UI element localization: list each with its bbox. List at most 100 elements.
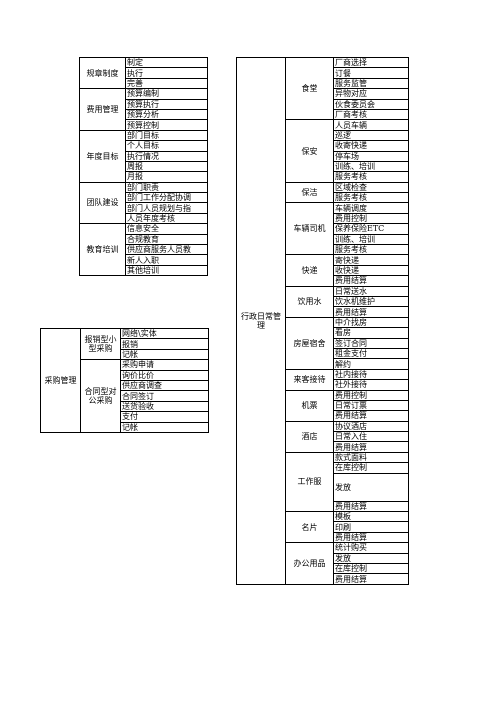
- item-cell: 费用结算: [333, 500, 409, 513]
- item-cell: 训练、培训: [333, 160, 409, 173]
- section-cell: 采购管理: [40, 328, 81, 433]
- item-cell: 中介找房: [333, 316, 409, 329]
- item-cell: 部门人员规划与指: [125, 202, 208, 214]
- table-row: 在库控制: [237, 462, 409, 474]
- item-cell: 人员车辆: [333, 119, 409, 131]
- item-cell: 执行情况: [125, 150, 208, 162]
- item-cell: 费用结算: [333, 531, 409, 544]
- item-cell: 完善: [125, 77, 208, 90]
- category-cell: 保安: [285, 119, 334, 183]
- table-row: 记帐: [41, 421, 209, 433]
- table-row: 车辆司机车辆调度: [237, 202, 409, 256]
- category-cell: 车辆司机: [285, 202, 334, 256]
- item-cell: 预算执行: [125, 98, 208, 110]
- item-cell: 执行: [125, 67, 208, 79]
- table-row: 其他培训: [80, 264, 208, 277]
- item-cell: 伙食委员会: [333, 98, 409, 110]
- item-cell: 区域检查: [333, 181, 409, 194]
- item-cell: 停车场: [333, 150, 409, 162]
- item-cell: 合同签订: [120, 390, 209, 402]
- table-row: 费用结算: [237, 573, 409, 585]
- left-management-table: 规章制度制定执行完善费用管理预算编制预算执行预算分析预算控制年度目标部门目标个人…: [79, 56, 208, 277]
- item-cell: 日常送水: [333, 285, 409, 298]
- item-cell: 供应商服务人员教: [125, 244, 208, 256]
- table-row: 行政日常管理食堂厂商选择: [236, 56, 409, 585]
- item-cell: 费用结算: [333, 410, 409, 422]
- item-cell: 饮水机维护: [333, 295, 409, 308]
- category-cell: 食堂: [285, 56, 334, 121]
- category-cell: 饮用水: [285, 285, 334, 318]
- item-cell: 模板: [333, 510, 409, 523]
- item-cell: 收寄快递: [333, 140, 409, 152]
- item-cell: 在库控制: [333, 462, 409, 474]
- item-cell: 部门目标: [125, 129, 208, 142]
- item-cell: 签订合同: [333, 337, 409, 349]
- item-cell: 其他培训: [125, 264, 208, 277]
- item-cell: 部门职责: [125, 181, 208, 194]
- item-cell: 采购申请: [120, 359, 209, 371]
- item-cell: 发放: [333, 472, 409, 502]
- purchase-management-table: 采购管理报销型小型采购网络\实体报销记帐合同型对公采购采购申请询价比价供应商调查…: [40, 327, 209, 433]
- item-cell: 合规教育: [125, 233, 208, 246]
- table-row: 办公用品统计购买: [237, 542, 409, 585]
- item-cell: 送货验收: [120, 400, 209, 413]
- table-row: 房屋宿舍中介找房: [237, 316, 409, 370]
- item-cell: 记帐: [120, 348, 209, 361]
- item-cell: 日常入住: [333, 431, 409, 443]
- item-cell: 人员年度考核: [125, 212, 208, 225]
- table-row: 教育培训信息安全: [79, 223, 208, 277]
- table-row: 名片模板: [237, 510, 409, 544]
- category-cell: 费用管理: [79, 88, 126, 131]
- category-cell: 工作服: [285, 451, 334, 513]
- item-cell: 费用结算: [333, 275, 409, 287]
- item-cell: 个人目标: [125, 140, 208, 152]
- item-cell: 社内接待: [333, 368, 409, 381]
- item-cell: 新人入职: [125, 254, 208, 266]
- item-cell: 看房: [333, 327, 409, 339]
- category-cell: 团队建设: [79, 181, 126, 225]
- item-cell: 询价比价: [120, 369, 209, 381]
- table-row: 保安人员车辆: [237, 119, 409, 183]
- item-cell: 租金支付: [333, 347, 409, 360]
- table-row: 快递寄快递: [237, 254, 409, 287]
- category-cell: 来客接待: [285, 368, 334, 391]
- table-row: 费用管理预算编制: [79, 88, 208, 131]
- category-cell: 房屋宿舍: [285, 316, 334, 370]
- item-cell: 解约: [333, 358, 409, 370]
- item-cell: 印刷: [333, 521, 409, 533]
- item-cell: 统计购买: [333, 542, 409, 554]
- item-cell: 协议酒店: [333, 420, 409, 433]
- item-cell: 车辆调度: [333, 202, 409, 214]
- item-cell: 服务考核: [333, 244, 409, 256]
- table-row: 饮用水日常送水: [237, 285, 409, 318]
- item-cell: 收快递: [333, 264, 409, 277]
- category-cell: 年度目标: [79, 129, 126, 183]
- item-cell: 寄快递: [333, 254, 409, 266]
- category-cell: 机票: [285, 389, 334, 422]
- item-cell: 支付: [120, 411, 209, 423]
- item-cell: 在库控制: [333, 562, 409, 575]
- item-cell: 预算分析: [125, 108, 208, 121]
- item-cell: 预算编制: [125, 88, 208, 100]
- item-cell: 社外接待: [333, 379, 409, 391]
- item-cell: 保养保险ETC: [333, 223, 409, 235]
- item-cell: 周报: [125, 160, 208, 173]
- item-cell: 记帐: [120, 421, 209, 433]
- item-cell: 厂商考核: [333, 108, 409, 121]
- table-row: 采购管理报销型小型采购网络\实体: [40, 327, 209, 433]
- item-cell: 费用结算: [333, 573, 409, 585]
- item-cell: 厂商选择: [333, 56, 409, 69]
- category-cell: 教育培训: [79, 223, 126, 277]
- table-row: 合同型对公采购采购申请: [41, 359, 209, 433]
- item-cell: 日常订票: [333, 399, 409, 412]
- category-cell: 保洁: [285, 181, 334, 204]
- category-cell: 报销型小型采购: [80, 327, 121, 361]
- admin-daily-management-table: 行政日常管理食堂厂商选择订餐服务监管异物对应伙食委员会厂商考核保安人员车辆巡逻收…: [236, 56, 409, 585]
- category-cell: 办公用品: [285, 542, 334, 585]
- table-row: 来客接待社内接待: [237, 368, 409, 391]
- item-cell: 款式面料: [333, 451, 409, 464]
- table-row: 团队建设部门职责: [79, 181, 208, 225]
- item-cell: 服务考核: [333, 171, 409, 183]
- table-row: 规章制度制定: [79, 56, 208, 90]
- item-cell: 费用结算: [333, 441, 409, 453]
